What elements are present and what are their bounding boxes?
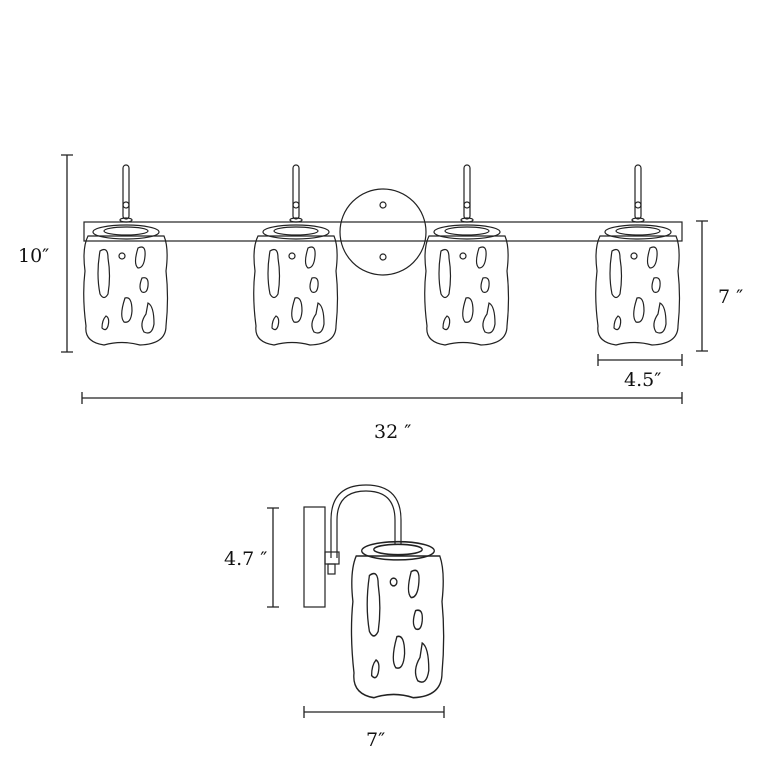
shade-width-dimension-line [597, 354, 683, 366]
height-dimension: 10″ [18, 154, 73, 353]
glass-shade [595, 224, 681, 346]
stem [460, 164, 474, 223]
extension-dimension: 7″ [303, 706, 445, 751]
mounting-bar [83, 221, 683, 242]
total-width-dimension-line [81, 392, 683, 404]
backplate [303, 506, 326, 608]
backplate-height-dimension-line [267, 507, 279, 608]
shade-height-label: 7 ″ [718, 286, 743, 308]
light-3 [424, 164, 510, 346]
light-1 [83, 164, 169, 346]
backplate-height-dimension: 4.7 ″ [224, 507, 279, 608]
stem [119, 164, 133, 223]
canopy-screw-top [379, 201, 387, 209]
extension-dimension-line [303, 706, 445, 718]
shade-height-dimension: 7 ″ [696, 220, 743, 352]
stem [289, 164, 303, 223]
shade-width-dimension: 4.5″ [597, 354, 683, 391]
total-width-dimension: 32 ″ [81, 392, 683, 443]
canopy-plate [339, 188, 427, 276]
height-dimension-line [61, 154, 73, 353]
extension-label: 7″ [366, 729, 385, 751]
side-view [303, 484, 445, 699]
front-view [83, 164, 683, 346]
glass-shade [253, 224, 339, 346]
backplate-height-label: 4.7 ″ [224, 548, 267, 570]
total-width-label: 32 ″ [374, 421, 411, 443]
curved-arm [330, 484, 402, 558]
glass-shade [424, 224, 510, 346]
canopy-screw-bottom [379, 253, 387, 261]
height-label: 10″ [18, 245, 49, 267]
shade-height-dimension-line [696, 220, 708, 352]
glass-shade [83, 224, 169, 346]
stem [631, 164, 645, 223]
side-shade [350, 540, 445, 699]
arm-mount-screw [327, 563, 336, 575]
light-2 [253, 164, 339, 346]
shade-width-label: 4.5″ [624, 369, 661, 391]
light-4 [595, 164, 681, 346]
